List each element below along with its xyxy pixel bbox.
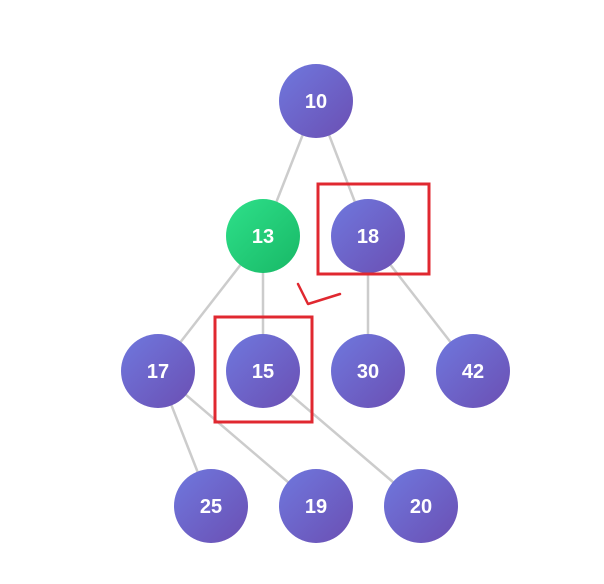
node-circle	[279, 64, 353, 138]
node-circle	[226, 334, 300, 408]
highlight-box-15	[213, 315, 314, 424]
node-label: 25	[200, 496, 222, 518]
node-label: 30	[357, 361, 379, 383]
tree-node-25: 25	[174, 469, 248, 543]
nodes-layer: 10 13 18 17 15 30 42 25 19 20	[121, 64, 510, 543]
tree-node-17: 17	[121, 334, 195, 408]
node-circle	[331, 334, 405, 408]
node-label: 19	[305, 496, 327, 518]
node-label: 13	[252, 226, 274, 248]
node-label: 10	[305, 91, 327, 113]
tree-node-15: 15	[226, 334, 300, 408]
tree-node-20: 20	[384, 469, 458, 543]
node-label: 15	[252, 361, 274, 383]
node-label: 18	[357, 226, 379, 248]
node-circle	[279, 469, 353, 543]
tree-node-42: 42	[436, 334, 510, 408]
tree-node-10: 10	[279, 64, 353, 138]
edges-layer	[156, 100, 474, 507]
node-circle	[436, 334, 510, 408]
node-label: 42	[462, 361, 484, 383]
node-circle	[121, 334, 195, 408]
highlight-box-18	[316, 182, 431, 276]
node-circle	[174, 469, 248, 543]
node-label: 20	[410, 496, 432, 518]
check-mark-icon	[296, 282, 342, 306]
tree-node-30: 30	[331, 334, 405, 408]
node-circle	[384, 469, 458, 543]
tree-node-19: 19	[279, 469, 353, 543]
tree-node-13: 13	[226, 199, 300, 273]
node-label: 17	[147, 361, 169, 383]
node-circle	[331, 199, 405, 273]
node-circle	[226, 199, 300, 273]
tree-node-18: 18	[331, 199, 405, 273]
annotations-layer	[213, 182, 431, 424]
